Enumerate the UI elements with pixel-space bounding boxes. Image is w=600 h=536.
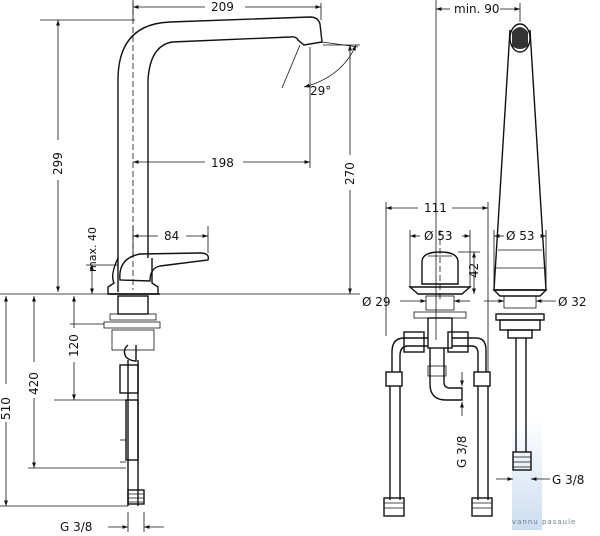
dim-below-120: 120 [67, 334, 81, 357]
dim-diam-53-front: Ø 53 [424, 229, 453, 243]
dim-width-111: 111 [424, 201, 447, 215]
watermark-text: vannu pasaule [512, 518, 576, 526]
dim-height-42: 42 [467, 263, 481, 278]
side-view: 209 198 29° 299 270 84 max. 40 [0, 0, 360, 534]
watermark: vannu pasaule [512, 420, 576, 530]
dim-total-height: 299 [51, 152, 65, 175]
dim-diam-53-end: Ø 53 [506, 229, 535, 243]
dim-handle-length: 84 [164, 229, 179, 243]
dim-diam-32: Ø 32 [558, 295, 587, 309]
dim-min-90: min. 90 [454, 2, 500, 16]
end-view: min. 90 Ø 53 Ø 32 G 3/8 [435, 0, 587, 487]
dim-connector-side: G 3/8 [60, 520, 92, 534]
dim-width-top: 209 [211, 0, 234, 14]
front-view: 111 Ø 53 42 Ø 29 G 3/8 [362, 201, 493, 517]
dim-below-420: 420 [27, 372, 41, 395]
dim-spout-height: 270 [343, 162, 357, 185]
dim-connector-end: G 3/8 [552, 473, 584, 487]
dim-connector-front: G 3/8 [455, 436, 469, 468]
dim-spout-reach: 198 [211, 156, 234, 170]
dim-handle-clearance: max. 40 [86, 227, 99, 272]
dim-diam-29: Ø 29 [362, 295, 391, 309]
dim-below-510: 510 [0, 397, 13, 420]
dim-angle: 29° [310, 84, 331, 98]
